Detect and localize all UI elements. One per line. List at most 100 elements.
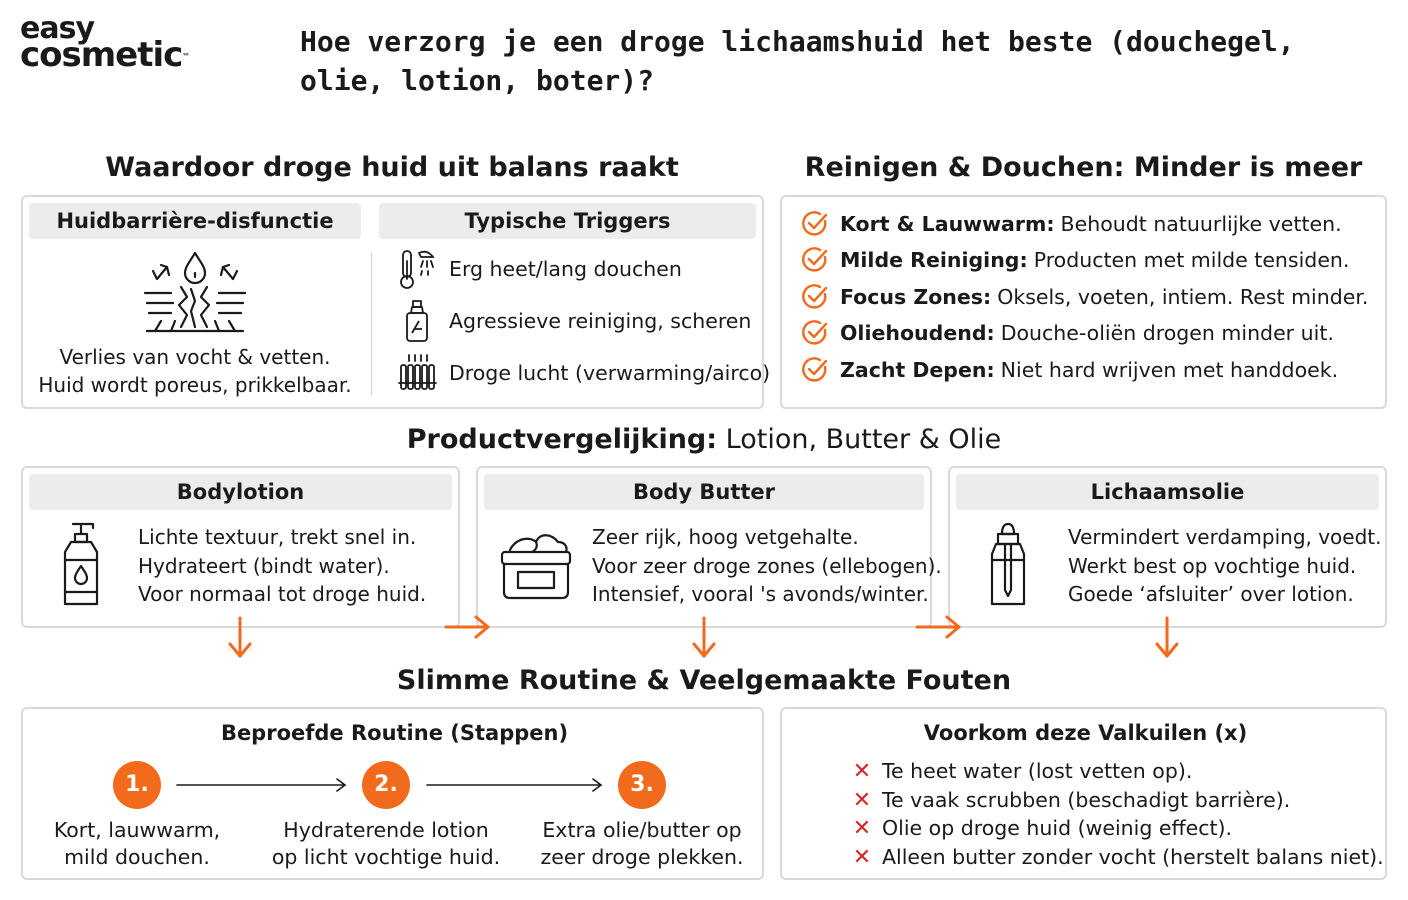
brand-logo-line1: easy — [20, 11, 95, 46]
balance-divider — [371, 253, 372, 395]
step-text-line: zeer droge plekken. — [540, 845, 744, 869]
comparison-title-rest: Lotion, Butter & Olie — [717, 424, 1002, 455]
arrow-down-icon — [228, 616, 252, 658]
cracked-skin-icon — [143, 251, 247, 333]
check-circle-icon — [802, 284, 828, 309]
product-line: Werkt best op vochtige huid. — [1068, 554, 1357, 578]
check-circle-icon — [802, 357, 828, 382]
page-title-line1: Hoe verzorg je een droge lichaamshuid he… — [300, 25, 1295, 58]
trigger-text: Agressieve reiniging, scheren — [449, 309, 752, 333]
cleansing-item-label: Oliehoudend: — [840, 321, 995, 345]
step-number: 2. — [362, 761, 410, 809]
balance-section-title: Waardoor droge huid uit balans raakt — [105, 152, 679, 183]
step-number: 3. — [618, 761, 666, 809]
arrow-down-icon — [1155, 616, 1179, 658]
cleansing-item-text: Oksels, voeten, intiem. Rest minder. — [997, 285, 1369, 309]
balance-card: Huidbarrière-disfunctie Typische Trigger… — [21, 195, 770, 409]
cleansing-item: Oliehoudend:Douche-oliën drogen minder u… — [800, 318, 1334, 348]
cleansing-card: Kort & Lauwwarm:Behoudt natuurlijke vett… — [780, 195, 1387, 409]
cleansing-item: Kort & Lauwwarm:Behoudt natuurlijke vett… — [800, 209, 1342, 239]
cleansing-item: Milde Reiniging:Producten met milde tens… — [800, 245, 1349, 275]
routine-card: Beproefde Routine (Stappen) 1. 2. 3. Kor… — [21, 707, 764, 880]
pitfall-text: Olie op droge huid (weinig effect). — [882, 816, 1233, 840]
product-line: Voor normaal tot droge huid. — [138, 582, 427, 606]
pitfall-item: ✕ Alleen butter zonder vocht (herstelt ba… — [852, 843, 1384, 871]
trigger-item: Erg heet/lang douchen — [397, 247, 682, 291]
check-circle-icon — [802, 320, 828, 345]
cleansing-item: Focus Zones:Oksels, voeten, intiem. Rest… — [800, 282, 1368, 312]
cleansing-item-label: Focus Zones: — [840, 285, 992, 309]
pitfalls-title: Voorkom deze Valkuilen (x) — [923, 721, 1248, 745]
dropper-bottle-icon — [990, 522, 1026, 606]
comparison-section-title: Productvergelijking: Lotion, Butter & Ol… — [0, 424, 1408, 455]
step-text: Hydraterende lotion op licht vochtige hu… — [266, 817, 506, 871]
trigger-text: Droge lucht (verwarming/airco) — [449, 361, 771, 385]
cleansing-section-title: Reinigen & Douchen: Minder is meer — [804, 152, 1363, 183]
step-text-line: Kort, lauwwarm, — [53, 818, 221, 842]
comparison-title-bold: Productvergelijking: — [406, 424, 718, 455]
butter-jar-icon — [500, 534, 572, 600]
step-text-line: op licht vochtige huid. — [271, 845, 501, 869]
radiator-icon — [398, 354, 437, 390]
brand-logo: easy cosmetic ™ — [20, 11, 190, 75]
pitfall-item: ✕ Te heet water (lost vetten op). — [852, 757, 1193, 785]
step-text-line: Extra olie/butter op — [542, 818, 742, 842]
product-name: Bodylotion — [29, 474, 452, 510]
step-text: Kort, lauwwarm, mild douchen. — [37, 817, 237, 871]
triggers-list: Erg heet/lang douchen Agressieve reinigi… — [381, 247, 770, 407]
check-circle-icon — [802, 247, 828, 272]
thermometer-shower-icon — [400, 250, 435, 289]
routine-steps-title: Beproefde Routine (Stappen) — [220, 721, 569, 745]
product-line: Zeer rijk, hoog vetgehalte. — [592, 525, 859, 549]
trigger-item: Droge lucht (verwarming/airco) — [397, 351, 770, 395]
cross-icon: ✕ — [852, 787, 872, 813]
brand-logo-line2: cosmetic — [20, 35, 183, 75]
trigger-item: Agressieve reiniging, scheren — [397, 299, 751, 343]
cross-icon: ✕ — [852, 758, 872, 784]
trigger-text: Erg heet/lang douchen — [449, 257, 682, 281]
spray-bottle-icon — [406, 300, 428, 342]
product-card-lichaamsolie: Lichaamsolie Vermindert verdamping, voed… — [948, 466, 1387, 628]
arrow-right-icon — [915, 615, 961, 639]
cleansing-item-label: Kort & Lauwwarm: — [840, 212, 1055, 236]
cleansing-item: Zacht Depen:Niet hard wrijven met handdo… — [800, 355, 1338, 385]
pitfall-item: ✕ Olie op droge huid (weinig effect). — [852, 814, 1232, 842]
barrier-line2: Huid wordt poreus, prikkelbaar. — [38, 373, 352, 397]
product-card-bodylotion: Bodylotion Lichte textuur, trekt snel in… — [21, 466, 460, 628]
lotion-pump-bottle-icon — [63, 522, 99, 606]
cleansing-item-text: Behoudt natuurlijke vetten. — [1060, 212, 1342, 236]
product-name: Body Butter — [484, 474, 924, 510]
cleansing-item-text: Niet hard wrijven met handdoek. — [1000, 358, 1339, 382]
cross-icon: ✕ — [852, 844, 872, 870]
triggers-label: Typische Triggers — [379, 203, 756, 239]
product-line: Vermindert verdamping, voedt. — [1068, 525, 1382, 549]
pitfall-text: Alleen butter zonder vocht (herstelt bal… — [882, 845, 1384, 869]
check-circle-icon — [802, 211, 828, 236]
cleansing-item-text: Producten met milde tensiden. — [1033, 248, 1350, 272]
product-line: Hydrateert (bindt water). — [138, 554, 390, 578]
product-line: Intensief, vooral 's avonds/winter. — [592, 582, 929, 606]
cleansing-item-label: Zacht Depen: — [840, 358, 995, 382]
cross-icon: ✕ — [852, 815, 872, 841]
page-title: Hoe verzorg je een droge lichaamshuid he… — [300, 22, 1300, 100]
barrier-line1: Verlies van vocht & vetten. — [59, 345, 331, 369]
arrow-right-icon — [444, 615, 490, 639]
product-line: Voor zeer droge zones (ellebogen). — [592, 554, 942, 578]
arrow-down-icon — [692, 616, 716, 658]
step-connectors — [176, 778, 603, 792]
cleansing-item-label: Milde Reiniging: — [840, 248, 1028, 272]
page-title-line2: olie, lotion, boter)? — [300, 64, 655, 97]
brand-trademark: ™ — [182, 52, 190, 61]
product-name: Lichaamsolie — [956, 474, 1379, 510]
step-text-line: Hydraterende lotion — [283, 818, 489, 842]
pitfall-item: ✕ Te vaak scrubben (beschadigt barrière). — [852, 786, 1290, 814]
pitfall-text: Te vaak scrubben (beschadigt barrière). — [882, 788, 1291, 812]
product-line: Goede ‘afsluiter’ over lotion. — [1068, 582, 1354, 606]
pitfall-text: Te heet water (lost vetten op). — [882, 759, 1193, 783]
step-number: 1. — [113, 761, 161, 809]
cleansing-item-text: Douche-oliën drogen minder uit. — [1000, 321, 1334, 345]
barrier-label: Huidbarrière-disfunctie — [29, 203, 361, 239]
product-card-body-butter: Body Butter Zeer rijk, hoog vetgehalte. … — [476, 466, 942, 628]
pitfalls-card: Voorkom deze Valkuilen (x) ✕ Te heet wate… — [780, 707, 1387, 880]
step-text: Extra olie/butter op zeer droge plekken. — [532, 817, 752, 871]
